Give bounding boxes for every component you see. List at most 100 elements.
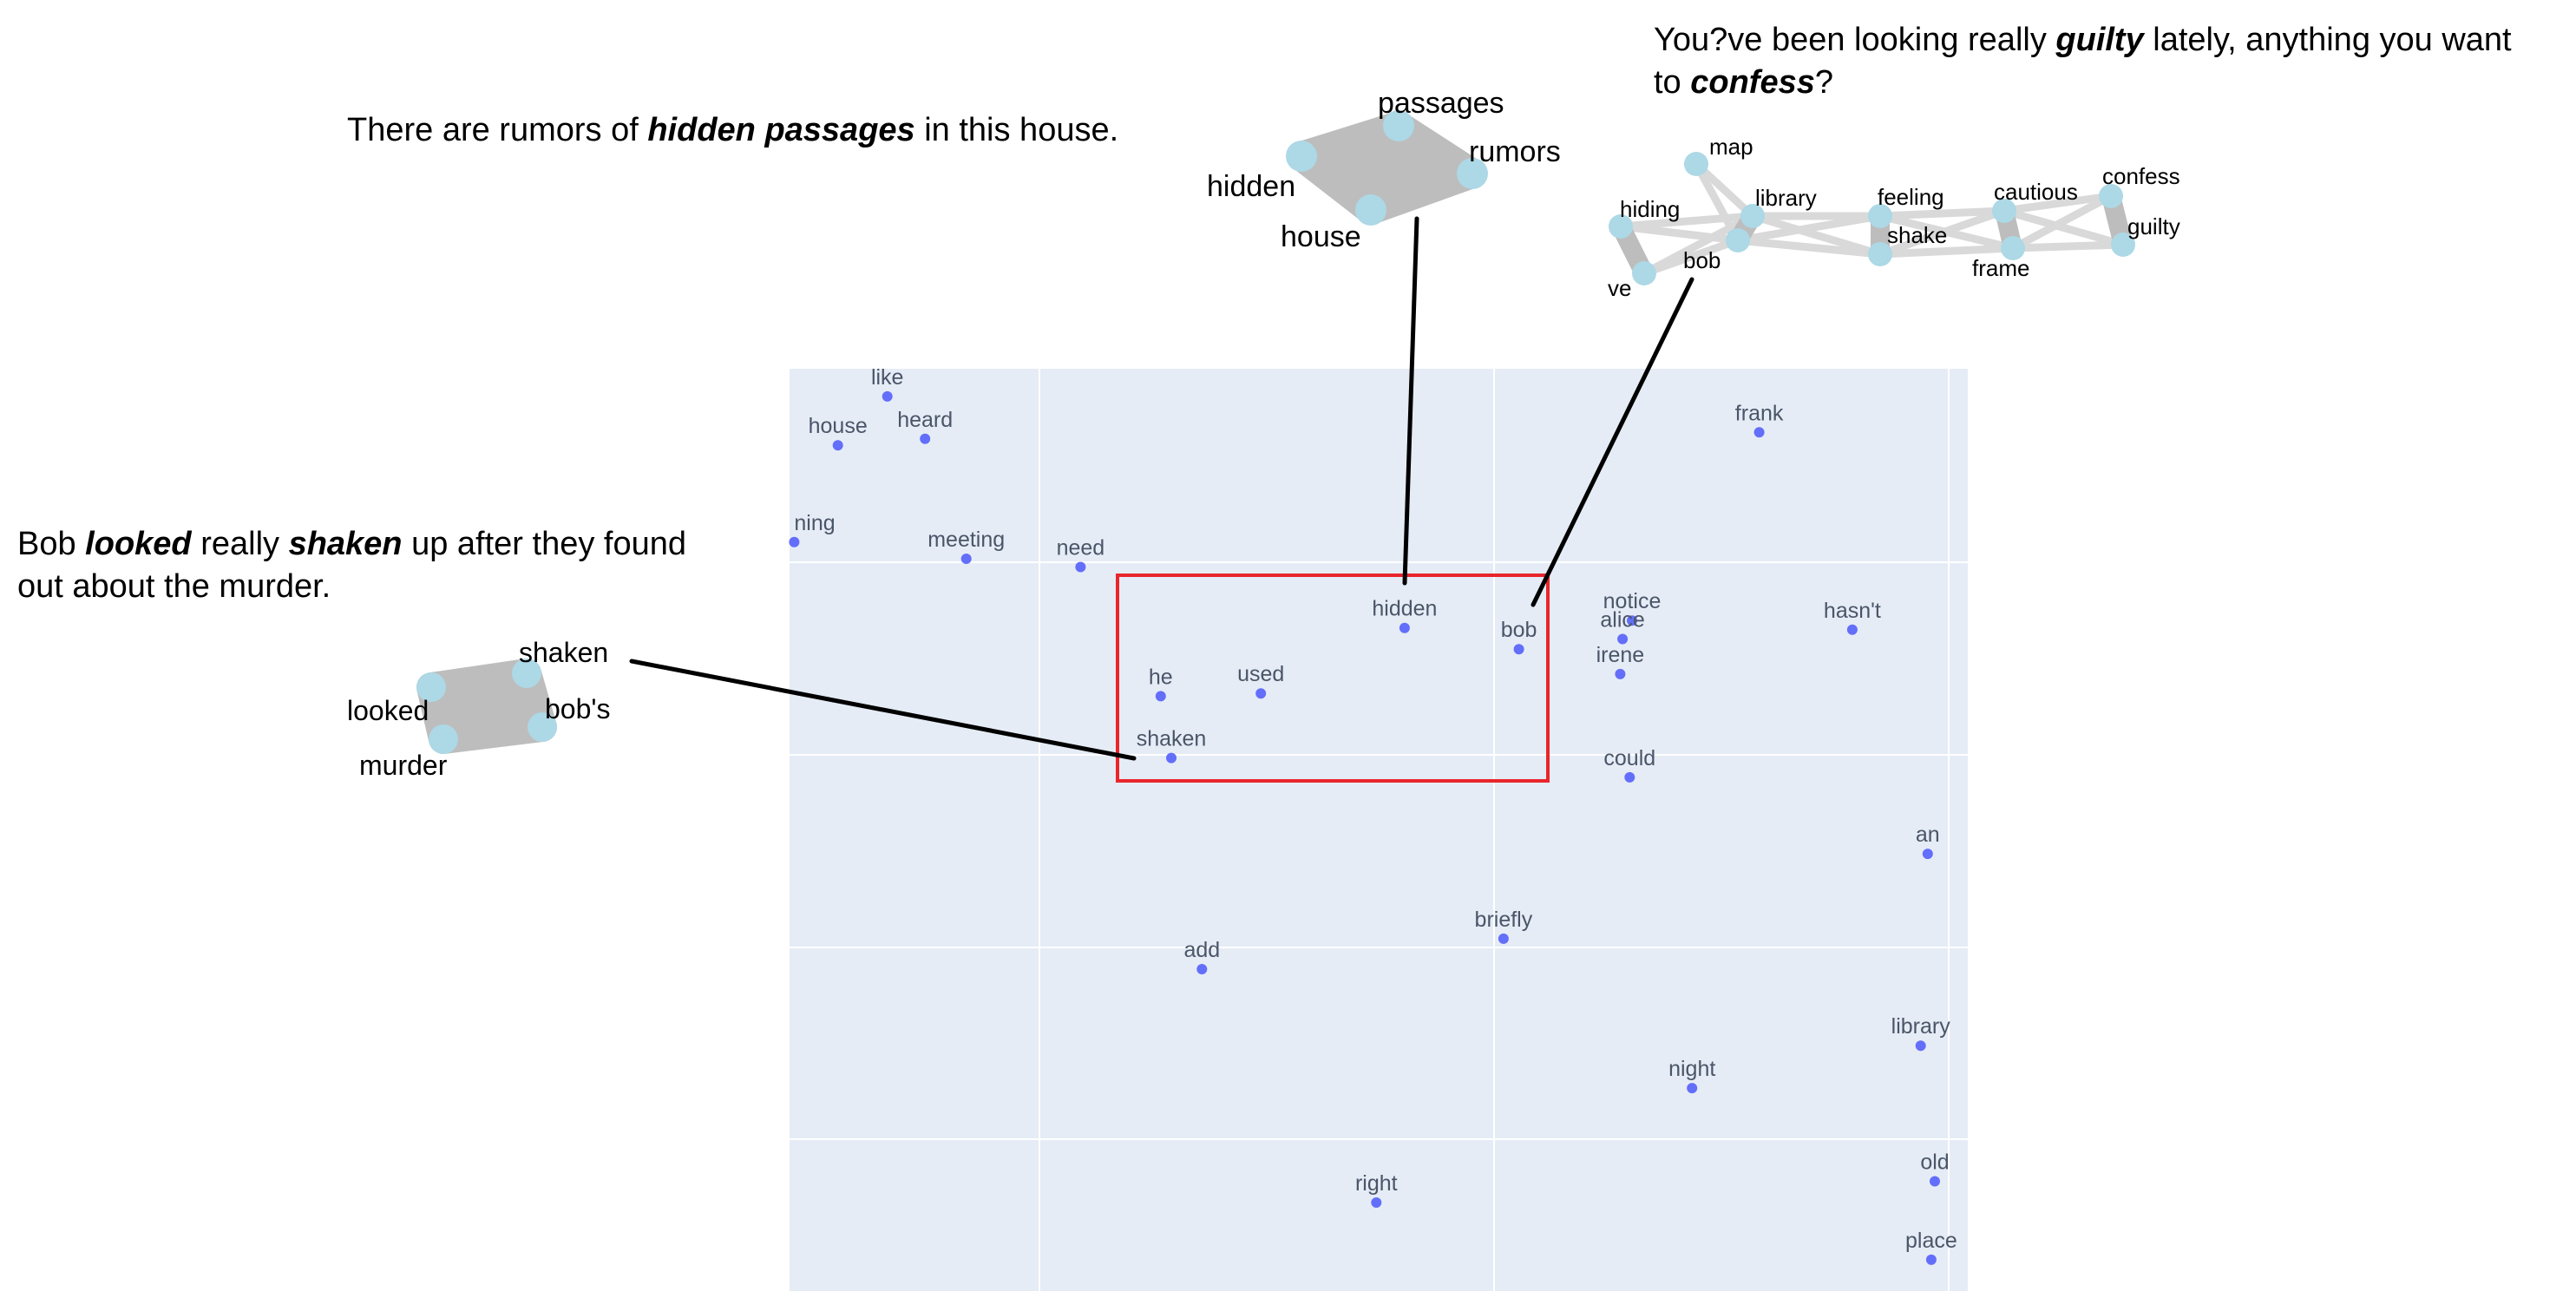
sentence-hidden-passages: There are rumors of hidden passages in t…: [347, 109, 1118, 152]
sentence-text: really: [191, 526, 289, 562]
node-bobs: [528, 712, 557, 742]
node-looked: [416, 672, 446, 702]
scatter-point-library: [1915, 1040, 1926, 1052]
scatter-point-label: library: [1891, 1014, 1951, 1039]
node-library: [1740, 204, 1765, 228]
node-label: looked: [347, 695, 429, 726]
scatter-point-label: meeting: [927, 528, 1005, 552]
scatter-point-add: [1196, 964, 1208, 974]
node-label: feeling: [1878, 184, 1944, 210]
scatter-point-label: like: [871, 365, 904, 390]
scatter-point-label: frank: [1735, 401, 1784, 425]
scatter-point-label: add: [1183, 938, 1220, 962]
scatter-point-label: ning: [794, 511, 835, 535]
node-label: map: [1709, 134, 1753, 160]
connector-guilty-confess: [1531, 277, 1694, 607]
sentence-text: up after they found: [402, 526, 686, 562]
scatter-point-old: [1930, 1176, 1940, 1187]
node-label: passages: [1378, 87, 1504, 120]
scatter-point-label: shaken: [1137, 727, 1207, 751]
scatter-point-an: [1922, 849, 1933, 860]
edge: [2000, 206, 2127, 249]
sentence-emphasis: looked: [85, 526, 192, 562]
scatter-point-label: briefly: [1475, 908, 1533, 932]
scatter-point-hidden: [1399, 622, 1410, 633]
sentence-text: ?: [1814, 64, 1834, 101]
scatter-point-need: [1075, 561, 1086, 573]
sentence-text: in this house.: [914, 112, 1119, 148]
node-murder: [429, 724, 458, 754]
scatter-point-label: hidden: [1372, 597, 1437, 621]
edge: [2000, 192, 2115, 215]
scatter-point-ning: [789, 536, 800, 547]
node-label: library: [1755, 185, 1817, 211]
connector-lines: [629, 216, 1694, 761]
node-shaken: [512, 659, 541, 688]
node-confess: [2099, 184, 2123, 208]
scatter-point-label: irene: [1596, 643, 1645, 667]
scatter-point-label: need: [1057, 536, 1105, 560]
node-label: shaken: [519, 637, 608, 668]
scatter-point-house: [832, 440, 843, 451]
node-feeling: [1868, 204, 1892, 228]
scatter-point-place: [1925, 1254, 1937, 1265]
node-label: ve: [1608, 275, 1631, 301]
sentence-looked-shaken: Bob looked really shaken up after they f…: [17, 523, 686, 608]
node-label: hidden: [1207, 170, 1295, 203]
scatter-point-label: he: [1149, 665, 1173, 689]
scatter-point-night: [1687, 1083, 1698, 1094]
scatter-point-label: notice: [1603, 589, 1662, 613]
scatter-point-label: heard: [897, 408, 953, 432]
node-shake: [1868, 242, 1892, 266]
scatter-point-heard: [920, 433, 931, 444]
connector-looked-shaken: [629, 659, 1137, 761]
node-label: bob's: [545, 693, 611, 724]
sentence-text: There are rumors of: [347, 112, 648, 148]
scatter-point-label: hasn't: [1824, 599, 1881, 623]
plot-gridlines: [790, 369, 1968, 1291]
scatter-point-he: [1155, 691, 1166, 702]
plot-background: [790, 369, 1968, 1291]
scatter-point-briefly: [1498, 933, 1509, 944]
node-rumors: [1457, 158, 1488, 189]
sentence-text: You?ve been looking really: [1654, 22, 2056, 58]
edge: [1616, 212, 1757, 231]
graph-looked-shaken: shaken looked bob's murder: [347, 637, 611, 781]
graph-nodes: [1609, 152, 2135, 285]
scatter-point-bob: [1513, 644, 1524, 655]
node-guilty: [2111, 233, 2135, 257]
scatter-point-label: bob: [1501, 618, 1537, 642]
edge: [2009, 240, 2127, 252]
node-label: murder: [359, 750, 448, 781]
scatter-point-label: an: [1916, 823, 1940, 847]
node-label: guilty: [2127, 213, 2180, 239]
scatter-point-label: old: [1920, 1150, 1949, 1175]
scatter-point-could: [1624, 771, 1635, 783]
sentence-guilty-confess: You?ve been looking really guilty lately…: [1654, 19, 2512, 104]
connector-hidden-passages: [1402, 216, 1419, 586]
scatter-point-hasnt: [1846, 624, 1858, 635]
scatter-point-label: could: [1603, 746, 1655, 770]
node-bob: [1726, 228, 1750, 252]
node-label: confess: [2102, 163, 2180, 189]
scatter-point-frank: [1753, 427, 1765, 438]
node-label: house: [1281, 220, 1361, 253]
node-label: hiding: [1620, 196, 1680, 222]
node-label: bob: [1683, 247, 1721, 273]
scatter-point-label: house: [809, 414, 868, 438]
scatter-point-meeting: [960, 554, 972, 564]
scatter-point-notice: [1627, 615, 1637, 626]
edge: [1640, 212, 1757, 278]
node-label: frame: [1972, 255, 2029, 281]
cluster-hull: [1287, 111, 1487, 225]
node-frame: [2001, 236, 2025, 260]
node-label: rumors: [1469, 135, 1561, 168]
graph-edges: [1616, 160, 2127, 278]
edge: [1748, 212, 1884, 259]
node-passages: [1383, 110, 1414, 141]
node-hidden: [1286, 141, 1317, 172]
node-house: [1355, 194, 1386, 226]
node-hiding: [1609, 214, 1633, 239]
